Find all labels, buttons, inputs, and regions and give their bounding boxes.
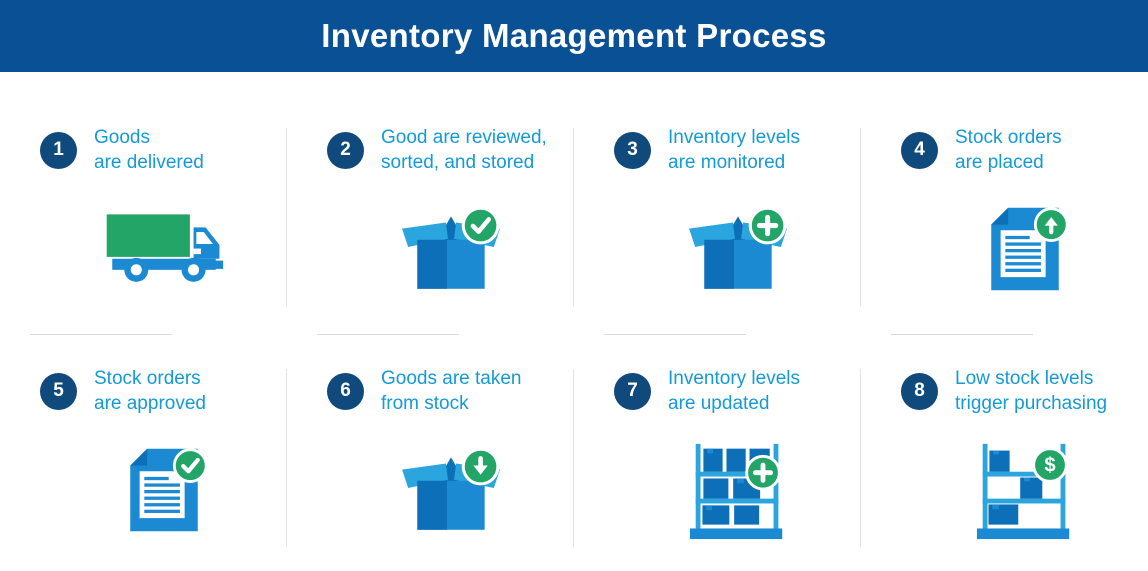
step-header: 6 Goods are taken from stock	[327, 365, 574, 417]
steps-row-2: 5 Stock orders are approved	[0, 365, 1148, 551]
row-divider	[0, 334, 1148, 335]
step-number-badge: 8	[901, 372, 938, 410]
step-5-cell: 5 Stock orders are approved	[0, 365, 287, 551]
step-label: Stock orders are placed	[955, 127, 1062, 173]
check-badge-icon	[461, 206, 499, 245]
step-number-badge: 1	[40, 131, 77, 169]
step-number-badge: 6	[327, 372, 364, 410]
row-divider-line	[604, 334, 746, 335]
steps-row-1: 1 Goods are delivered 2	[0, 124, 1148, 310]
step-6-cell: 6 Goods are taken from stock	[287, 365, 574, 551]
header-banner: Inventory Management Process	[0, 0, 1148, 72]
step-8-cell: 8 Low stock levels trigger purchasing	[861, 365, 1148, 551]
step-header: 3 Inventory levels are monitored	[614, 124, 861, 176]
step-header: 7 Inventory levels are updated	[614, 365, 861, 417]
plus-badge-icon	[748, 206, 786, 245]
dollar-badge-icon: $	[1031, 447, 1068, 483]
column-divider	[860, 128, 861, 306]
step-3-cell: 3 Inventory levels are monitored	[574, 124, 861, 310]
step-number-badge: 3	[614, 131, 651, 169]
stocked-shelf-plus-icon	[614, 429, 861, 551]
delivery-truck-icon	[40, 188, 287, 310]
column-divider	[573, 128, 574, 306]
arrow-up-badge-icon	[1033, 207, 1069, 242]
step-header: 2 Good are reviewed, sorted, and stored	[327, 124, 574, 176]
document-arrow-up-icon	[901, 188, 1148, 310]
open-box-check-icon	[327, 188, 574, 310]
step-label: Goods are delivered	[94, 127, 204, 173]
plus-badge-icon	[744, 454, 781, 491]
arrow-down-badge-icon	[461, 447, 499, 486]
step-header: 5 Stock orders are approved	[40, 365, 287, 417]
step-header: 1 Goods are delivered	[40, 124, 287, 176]
step-label: Stock orders are approved	[94, 368, 206, 414]
step-number-badge: 7	[614, 372, 651, 410]
inventory-process-infographic: Inventory Management Process 1 Goods are…	[0, 0, 1148, 551]
open-box-plus-icon	[614, 188, 861, 310]
column-divider	[860, 369, 861, 547]
open-box-arrow-down-icon	[327, 429, 574, 551]
check-badge-icon	[172, 448, 208, 483]
svg-text:$: $	[1044, 455, 1055, 477]
step-7-cell: 7 Inventory levels are updated	[574, 365, 861, 551]
step-label: Goods are taken from stock	[381, 368, 522, 414]
page-title: Inventory Management Process	[321, 17, 827, 54]
step-label: Inventory levels are monitored	[668, 127, 801, 173]
step-label: Inventory levels are updated	[668, 368, 801, 414]
row-divider-line	[891, 334, 1033, 335]
step-2-cell: 2 Good are reviewed, sorted, and stored	[287, 124, 574, 310]
step-1-cell: 1 Goods are delivered	[0, 124, 287, 310]
column-divider	[286, 369, 287, 547]
column-divider	[286, 128, 287, 306]
row-divider-line	[30, 334, 172, 335]
step-number-badge: 2	[327, 131, 364, 169]
row-divider-line	[317, 334, 459, 335]
step-number-badge: 5	[40, 372, 77, 410]
column-divider	[573, 369, 574, 547]
document-check-icon	[40, 429, 287, 551]
step-header: 8 Low stock levels trigger purchasing	[901, 365, 1148, 417]
step-label: Good are reviewed, sorted, and stored	[381, 127, 547, 173]
step-header: 4 Stock orders are placed	[901, 124, 1148, 176]
step-4-cell: 4 Stock orders are placed	[861, 124, 1148, 310]
low-stock-shelf-dollar-icon: $	[901, 429, 1148, 551]
step-label: Low stock levels trigger purchasing	[955, 368, 1108, 414]
step-number-badge: 4	[901, 131, 938, 169]
